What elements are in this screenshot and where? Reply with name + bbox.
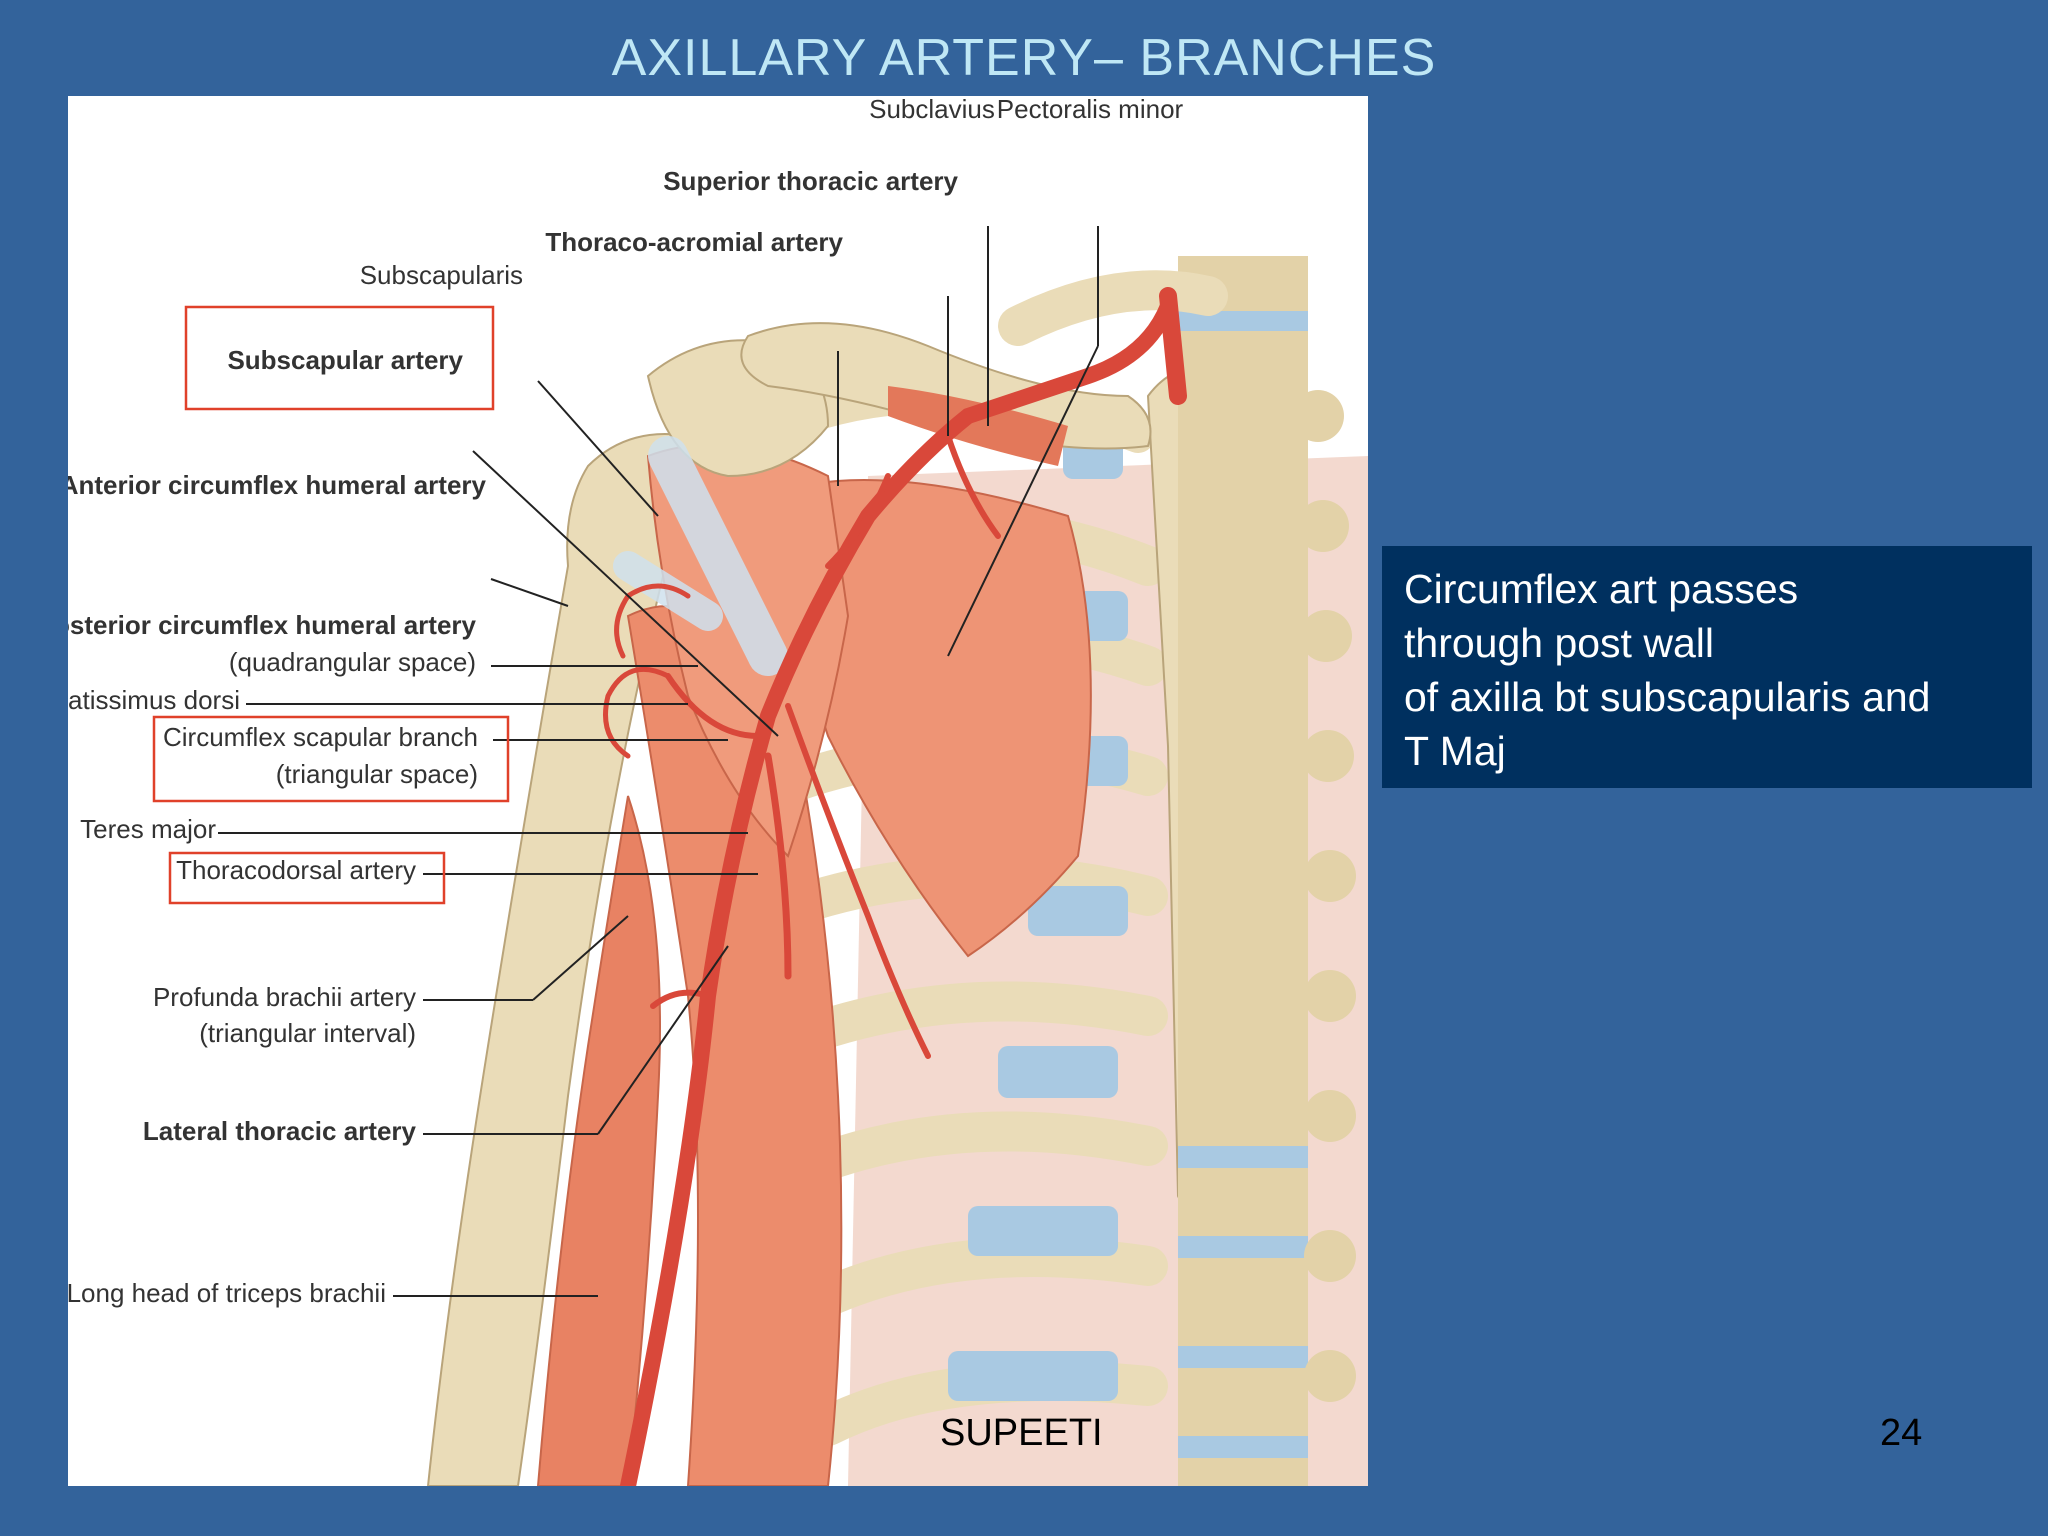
slide-title: AXILLARY ARTERY– BRANCHES [611, 29, 1437, 87]
label-profunda-brachii-artery: Profunda brachii artery [153, 982, 416, 1012]
anatomy-labels: Subclavius Pectoralis minor Superior tho… [68, 96, 1184, 1308]
anatomy-drawing [426, 256, 1368, 1486]
label-thoraco-acromial-artery: Thoraco-acromial artery [545, 227, 843, 257]
label-subscapularis: Subscapularis [360, 260, 523, 290]
highlight-thoracodorsal [168, 851, 446, 905]
label-subclavius: Subclavius [869, 96, 995, 124]
label-circumflex-scapular-branch: Circumflex scapular branch [163, 722, 478, 752]
highlight-circumflex-scapular [152, 715, 510, 803]
axilla-illustration: Subclavius Pectoralis minor Superior tho… [68, 96, 1368, 1486]
note-box: Circumflex art passes through post wall … [1382, 546, 2032, 788]
clavicle [740, 322, 1152, 450]
label-long-head-triceps-brachii: Long head of triceps brachii [68, 1278, 386, 1308]
label-latissimus-dorsi: Latissimus dorsi [68, 685, 240, 715]
vertebral-column [1178, 256, 1356, 1486]
highlight-subscapular-artery [184, 305, 495, 411]
label-posterior-circumflex-humeral-artery: Posterior circumflex humeral artery [68, 610, 477, 640]
label-lateral-thoracic-artery: Lateral thoracic artery [143, 1116, 417, 1146]
page-number: 24 [1880, 1412, 1923, 1454]
arteries [603, 287, 1187, 1486]
label-anterior-circumflex-humeral-artery: Anterior circumflex humeral artery [68, 470, 487, 500]
label-teres-major: Teres major [80, 814, 216, 844]
leader-lines [218, 226, 1099, 1297]
label-triangular-space: (triangular space) [276, 759, 478, 789]
note-line: of axilla bt subscapularis and [1404, 674, 1931, 720]
label-thoracodorsal-artery: Thoracodorsal artery [176, 855, 416, 885]
label-quadrangular-space: (quadrangular space) [229, 647, 476, 677]
note-line: T Maj [1404, 728, 1506, 774]
anatomy-figure: Subclavius Pectoralis minor Superior tho… [68, 96, 1368, 1486]
label-superior-thoracic-artery: Superior thoracic artery [663, 166, 958, 196]
label-subscapular-artery: Subscapular artery [227, 345, 463, 375]
note-line: Circumflex art passes [1404, 566, 1799, 612]
highlight-boxes [152, 305, 510, 905]
footer-author: SUPEETI [940, 1412, 1103, 1454]
label-pectoralis-minor: Pectoralis minor [997, 96, 1184, 124]
label-triangular-interval: (triangular interval) [199, 1018, 416, 1048]
note-line: through post wall [1404, 620, 1714, 666]
